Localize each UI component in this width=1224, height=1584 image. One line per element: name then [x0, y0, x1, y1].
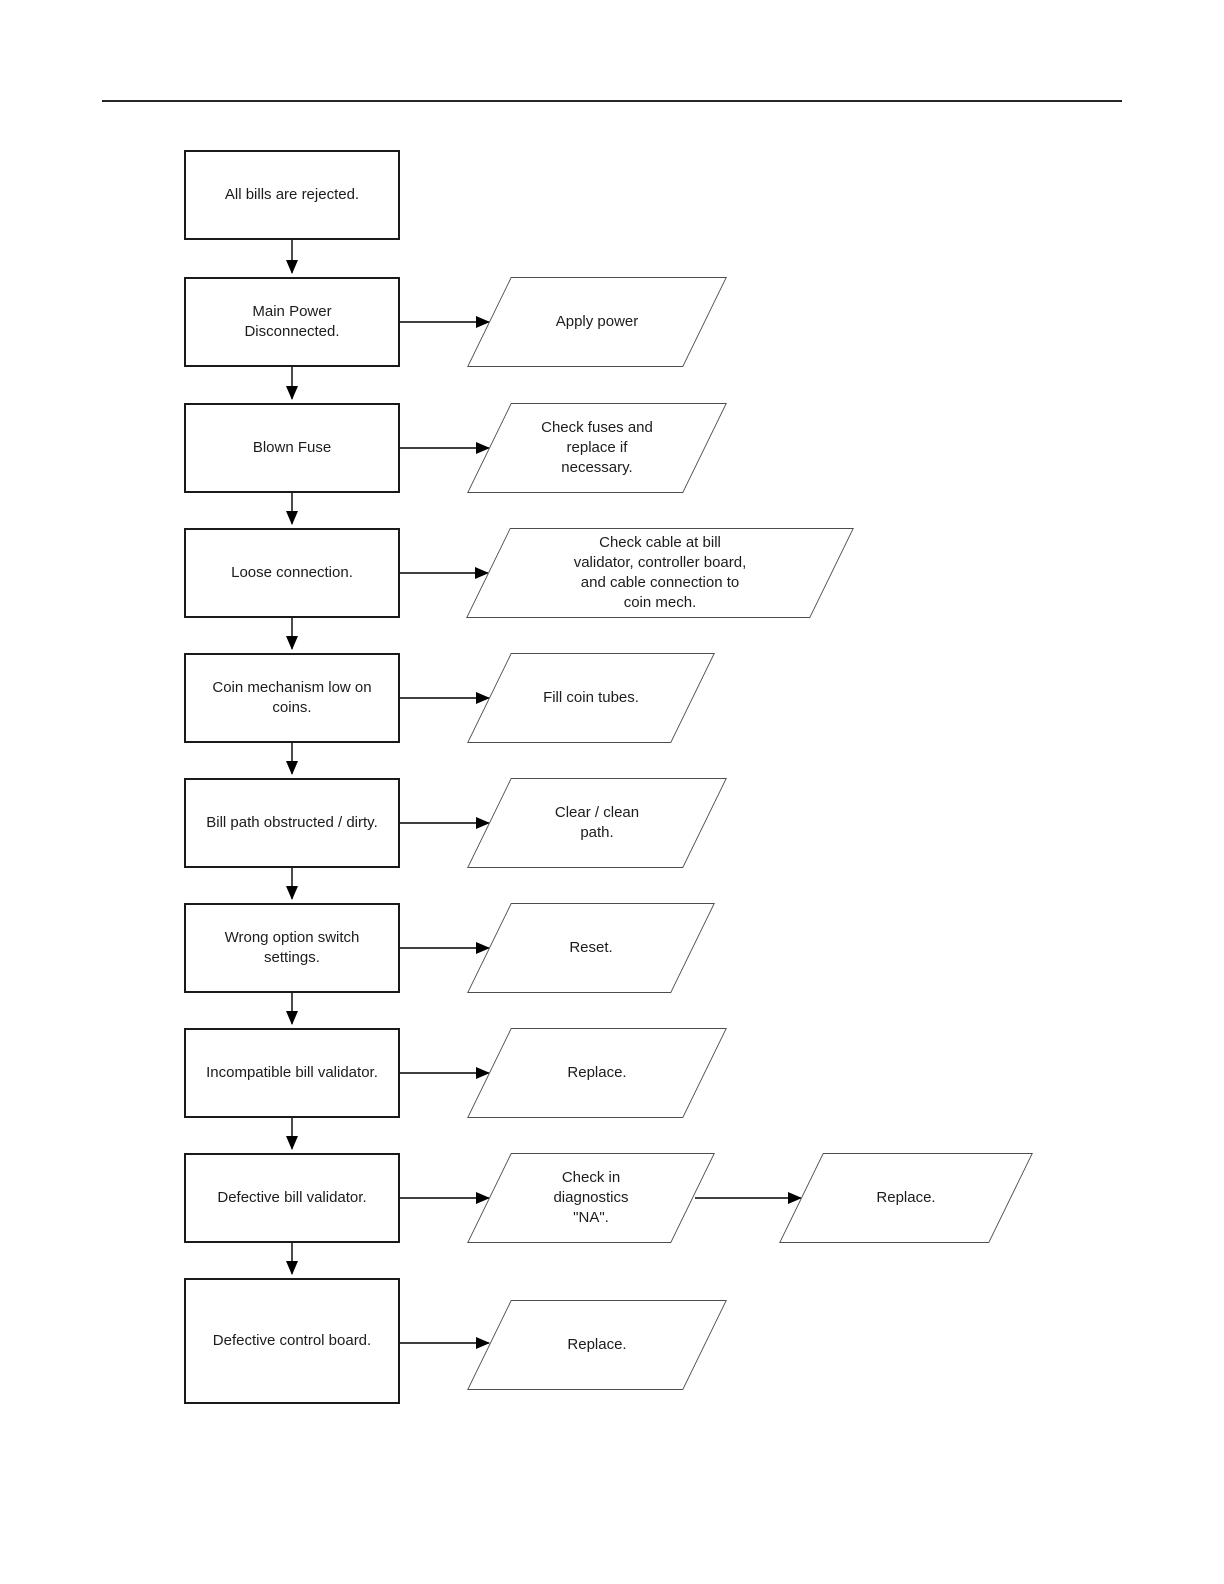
io-fill-coin-tubes: Fill coin tubes.: [467, 653, 715, 743]
io-replace-defective-validator: Replace.: [779, 1153, 1033, 1243]
io-replace-control-board: Replace.: [467, 1300, 727, 1390]
node-label: Loose connection.: [231, 563, 353, 581]
node-label: Blown Fuse: [252, 438, 332, 456]
node-main-power-disconnected: Main Power Disconnected.: [184, 277, 400, 367]
node-label: Replace.: [567, 1335, 627, 1353]
node-label: All bills are rejected.: [224, 185, 360, 203]
node-incompatible-bill-validator: Incompatible bill validator.: [184, 1028, 400, 1118]
node-label: Check cable at bill validator, controlle…: [573, 533, 747, 612]
node-label: Apply power: [555, 312, 639, 330]
io-apply-power: Apply power: [467, 277, 727, 367]
node-defective-bill-validator: Defective bill validator.: [184, 1153, 400, 1243]
node-label: Coin mechanism low on coins.: [212, 678, 372, 716]
io-reset: Reset.: [467, 903, 715, 993]
node-label: Main Power Disconnected.: [244, 302, 340, 340]
node-label: Clear / clean path.: [554, 803, 640, 841]
node-label: Check fuses and replace if necessary.: [541, 418, 653, 477]
io-check-diagnostics: Check in diagnostics "NA".: [467, 1153, 715, 1243]
node-label: Defective control board.: [212, 1331, 372, 1349]
io-check-fuses: Check fuses and replace if necessary.: [467, 403, 727, 493]
node-label: Fill coin tubes.: [543, 688, 639, 706]
io-clear-clean-path: Clear / clean path.: [467, 778, 727, 868]
node-label: Reset.: [569, 938, 613, 956]
node-label: Defective bill validator.: [217, 1188, 367, 1206]
node-label: Incompatible bill validator.: [206, 1063, 378, 1081]
io-replace-incompatible: Replace.: [467, 1028, 727, 1118]
node-bill-path-obstructed: Bill path obstructed / dirty.: [184, 778, 400, 868]
node-loose-connection: Loose connection.: [184, 528, 400, 618]
node-defective-control-board: Defective control board.: [184, 1278, 400, 1404]
io-check-cable: Check cable at bill validator, controlle…: [466, 528, 854, 618]
page-header-rule: [102, 100, 1122, 102]
node-label: Wrong option switch settings.: [224, 928, 360, 966]
node-label: Replace.: [567, 1063, 627, 1081]
node-all-bills-rejected: All bills are rejected.: [184, 150, 400, 240]
node-coin-mechanism-low: Coin mechanism low on coins.: [184, 653, 400, 743]
node-label: Replace.: [876, 1188, 936, 1206]
node-wrong-option-switch: Wrong option switch settings.: [184, 903, 400, 993]
node-blown-fuse: Blown Fuse: [184, 403, 400, 493]
node-label: Bill path obstructed / dirty.: [206, 813, 378, 831]
node-label: Check in diagnostics "NA".: [553, 1168, 629, 1227]
